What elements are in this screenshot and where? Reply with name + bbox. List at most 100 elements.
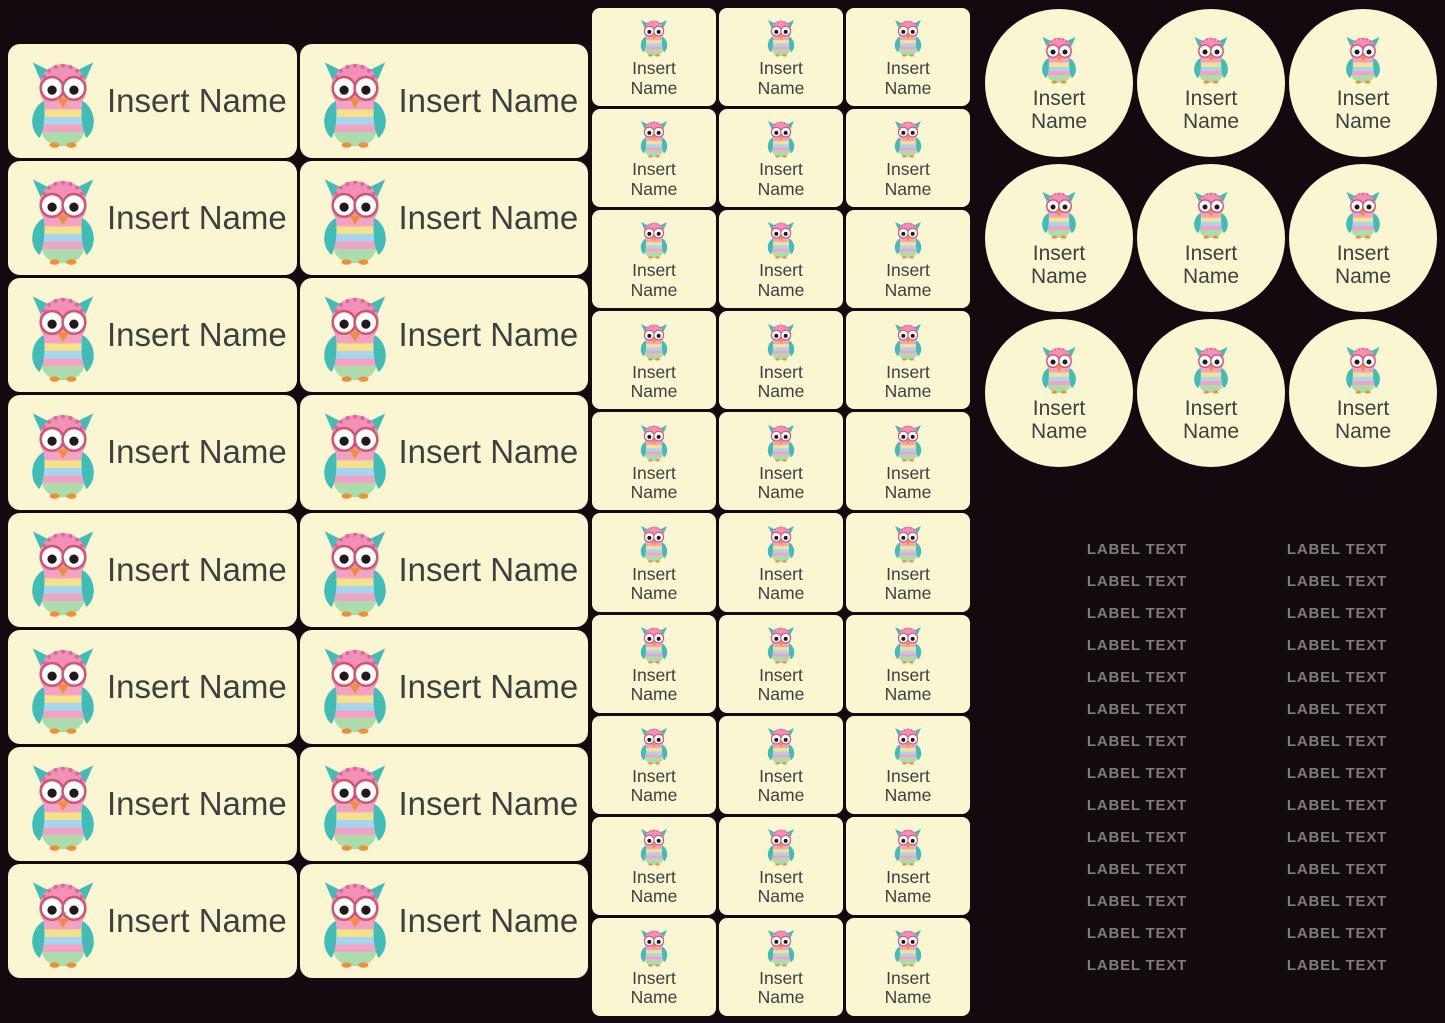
owl-icon	[313, 404, 397, 500]
owl-icon	[763, 117, 799, 158]
label-name-line2: Name	[757, 987, 805, 1008]
label-name-line2: Name	[884, 684, 932, 705]
label-name-line1: Insert	[759, 361, 803, 382]
owl-icon	[313, 287, 397, 383]
label-name-line2: Name	[630, 279, 678, 300]
label-name-line2: Name	[884, 583, 932, 604]
label-name-line1: Insert	[759, 765, 803, 786]
iron-on-label-text: LABEL TEXT	[1086, 732, 1188, 750]
iron-on-label-text: LABEL TEXT	[1286, 764, 1388, 782]
owl-icon	[313, 873, 397, 969]
label-name-line2: Name	[884, 279, 932, 300]
label-name-line1: Insert	[759, 563, 803, 584]
label-name-line2: Name	[1030, 110, 1088, 133]
label-name-line2: Name	[884, 178, 932, 199]
iron-on-label: LABEL TEXT	[1037, 789, 1237, 821]
iron-on-label-text: LABEL TEXT	[1286, 572, 1388, 590]
iron-on-label: LABEL TEXT	[1037, 853, 1237, 885]
label-name-text: Insert Name	[107, 433, 287, 471]
label-name-line1: Insert	[886, 968, 930, 989]
iron-on-label-text: LABEL TEXT	[1086, 668, 1188, 686]
label-name-line1: Insert	[632, 361, 676, 382]
iron-on-label: LABEL TEXT	[1237, 725, 1437, 757]
owl-icon	[636, 16, 672, 57]
iron-on-label-text: LABEL TEXT	[1286, 892, 1388, 910]
iron-on-label: LABEL TEXT	[1037, 533, 1237, 565]
iron-on-label-text: LABEL TEXT	[1286, 796, 1388, 814]
iron-on-label: LABEL TEXT	[1237, 693, 1437, 725]
name-label-large: Insert Name	[8, 161, 297, 276]
label-name-line2: Name	[757, 886, 805, 907]
label-name-line2: Name	[757, 380, 805, 401]
iron-on-label-text: LABEL TEXT	[1086, 860, 1188, 878]
label-name-line1: Insert	[886, 765, 930, 786]
label-name-line2: Name	[884, 77, 932, 98]
label-name-line1: Insert	[759, 664, 803, 685]
owl-icon	[1340, 342, 1386, 394]
label-name-line1: Insert	[632, 462, 676, 483]
name-label-large: Insert Name	[299, 44, 588, 159]
label-name-line2: Name	[1334, 265, 1392, 288]
name-label-large: Insert Name	[8, 44, 297, 159]
label-name-line2: Name	[630, 886, 678, 907]
label-name-line2: Name	[630, 583, 678, 604]
name-label-large: Insert Name	[8, 395, 297, 510]
label-name-line1: Insert	[632, 867, 676, 888]
name-label-large: Insert Name	[299, 863, 588, 978]
label-name-line1: Insert	[759, 159, 803, 180]
iron-on-label-text: LABEL TEXT	[1286, 540, 1388, 558]
owl-icon	[313, 639, 397, 735]
iron-on-label: LABEL TEXT	[1237, 789, 1437, 821]
label-name-line1: Insert	[632, 58, 676, 79]
label-name-line1: Insert	[1336, 241, 1390, 265]
label-name-line1: Insert	[632, 260, 676, 281]
owl-icon	[763, 421, 799, 462]
label-name-text: Insert Name	[107, 901, 287, 939]
iron-on-label-text: LABEL TEXT	[1286, 732, 1388, 750]
owl-icon	[636, 218, 672, 259]
owl-icon	[890, 926, 926, 967]
label-name-line2: Name	[757, 583, 805, 604]
owl-icon	[763, 926, 799, 967]
iron-on-label: LABEL TEXT	[1037, 885, 1237, 917]
label-name-line1: Insert	[632, 159, 676, 180]
label-name-text: Insert Name	[107, 82, 287, 120]
label-name-line1: Insert	[632, 765, 676, 786]
label-name-line1: Insert	[886, 563, 930, 584]
name-label-large: Insert Name	[8, 512, 297, 627]
label-name-text: Insert Name	[398, 667, 579, 705]
iron-on-label-text: LABEL TEXT	[1086, 604, 1188, 622]
label-name-line1: Insert	[1184, 86, 1238, 110]
iron-on-label: LABEL TEXT	[1037, 757, 1237, 789]
label-name-line2: Name	[1182, 265, 1240, 288]
